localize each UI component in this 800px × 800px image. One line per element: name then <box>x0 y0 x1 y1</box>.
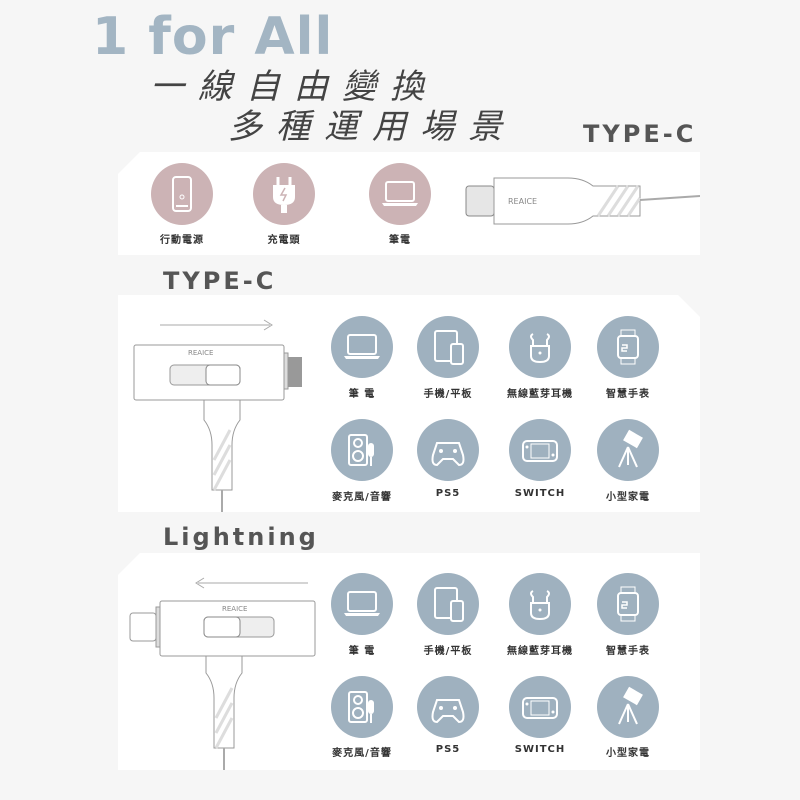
device-label: PS5 <box>435 744 461 755</box>
device-label: PS5 <box>435 488 461 499</box>
typec-adapter-illustration: REAICE <box>132 315 302 512</box>
tagline-line-2: 多種運用場景 <box>228 107 516 147</box>
laptop-icon <box>331 316 393 378</box>
device-label: 筆 電 <box>348 646 376 657</box>
device-label: 筆 電 <box>348 389 376 400</box>
section-title-typec-top: TYPE-C <box>583 120 697 148</box>
mic-speaker-icon <box>331 419 393 481</box>
device-label: 麥克風/音響 <box>332 492 392 503</box>
device-label: 充電頭 <box>267 235 301 246</box>
earbuds-icon <box>509 573 571 635</box>
phone-tablet-icon <box>417 573 479 635</box>
tagline-line-1: 一線自由變換 <box>150 67 438 107</box>
device-label: 智慧手表 <box>606 389 650 400</box>
earbuds-icon <box>509 316 571 378</box>
device-label: 智慧手表 <box>606 646 650 657</box>
device-label: 無線藍芽耳機 <box>507 389 573 400</box>
device-label: 小型家電 <box>606 748 650 759</box>
device-label: 筆電 <box>389 235 411 246</box>
mic-speaker-icon <box>331 676 393 738</box>
laptop-icon <box>369 163 431 225</box>
power-bank-icon <box>151 163 213 225</box>
lightning-adapter-illustration: REAICE <box>129 577 316 770</box>
phone-tablet-icon <box>417 316 479 378</box>
section-title-lightning: Lightning <box>163 523 319 551</box>
headline: 1 for All <box>92 7 334 67</box>
section-title-typec: TYPE-C <box>163 267 277 295</box>
gamepad-icon <box>417 676 479 738</box>
device-label: 麥克風/音響 <box>332 748 392 759</box>
laptop-icon <box>331 573 393 635</box>
device-label: 行動電源 <box>160 235 204 246</box>
typec-cable-illustration: REAICE <box>465 177 700 225</box>
gamepad-icon <box>417 419 479 481</box>
device-label: 小型家電 <box>606 492 650 503</box>
smartwatch-icon <box>597 573 659 635</box>
handheld-console-icon <box>509 419 571 481</box>
smartwatch-icon <box>597 316 659 378</box>
device-label: 手機/平板 <box>423 646 473 657</box>
charger-plug-icon <box>253 163 315 225</box>
brand-logo: REAICE <box>222 605 247 613</box>
projector-icon <box>597 676 659 738</box>
device-label: SWITCH <box>514 744 566 755</box>
device-label: 手機/平板 <box>423 389 473 400</box>
projector-icon <box>597 419 659 481</box>
brand-logo: REAICE <box>508 197 537 206</box>
brand-logo: REAICE <box>188 349 213 357</box>
handheld-console-icon <box>509 676 571 738</box>
device-label: SWITCH <box>514 488 566 499</box>
device-label: 無線藍芽耳機 <box>507 646 573 657</box>
